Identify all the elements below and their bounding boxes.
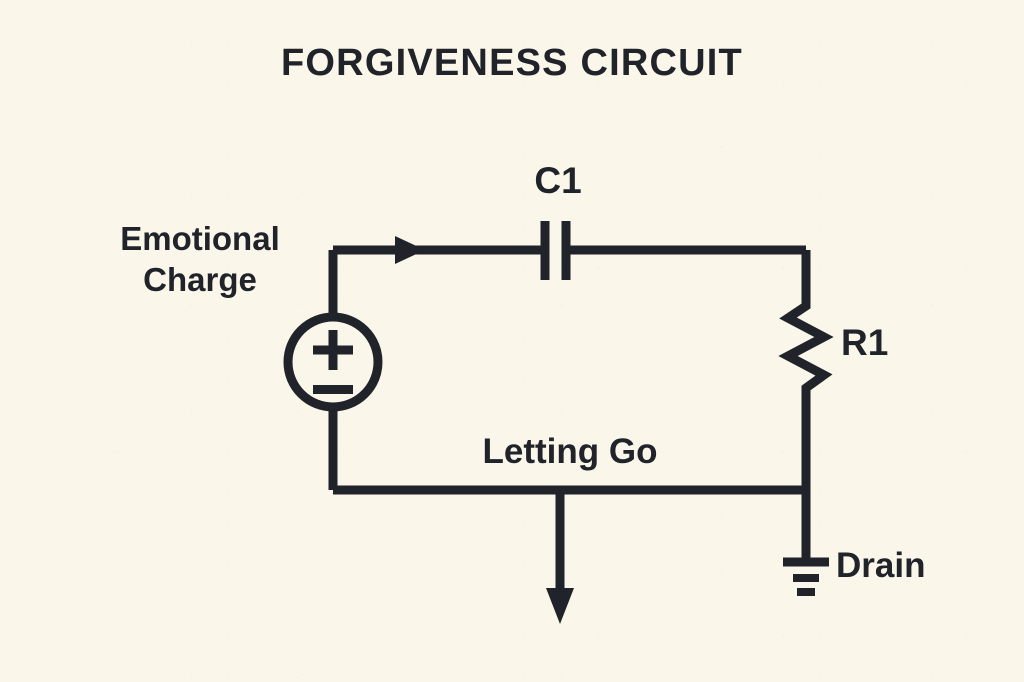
ground-bar-3 xyxy=(797,588,815,596)
voltage-source-label-line1: Emotional xyxy=(120,220,280,257)
capacitor-label: C1 xyxy=(534,160,582,201)
page-title: FORGIVENESS CIRCUIT xyxy=(281,42,743,84)
capacitor-plate-left xyxy=(540,221,550,280)
ground-bar-1 xyxy=(783,557,829,567)
ground-label: Drain xyxy=(836,546,926,585)
bottom-wire-label: Letting Go xyxy=(482,432,658,471)
voltage-source-label-line2: Charge xyxy=(143,261,257,299)
output-arrow-icon xyxy=(546,588,574,624)
ground-icon xyxy=(783,557,829,596)
resistor-zigzag xyxy=(778,302,834,394)
voltage-source-circle xyxy=(283,312,383,412)
source-polarity xyxy=(313,330,353,394)
current-flow-arrow-icon xyxy=(395,236,425,264)
minus-icon xyxy=(313,385,353,394)
ground-bar-2 xyxy=(793,574,819,582)
resistor-label: R1 xyxy=(841,322,889,363)
capacitor-symbol xyxy=(540,221,571,280)
capacitor-plate-right xyxy=(561,221,571,280)
plus-icon-vertical xyxy=(328,330,338,370)
